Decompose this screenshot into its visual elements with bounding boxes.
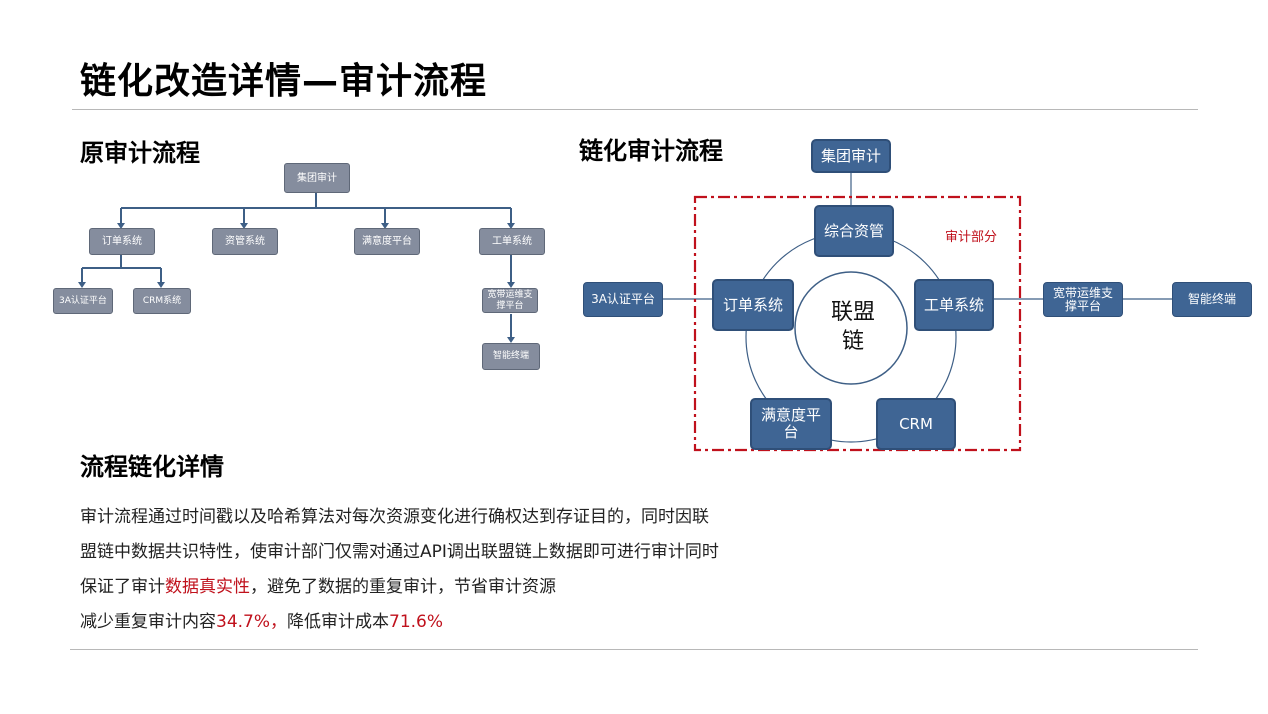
- orig-satisfaction-node: 满意度平台: [354, 228, 420, 255]
- bottom-divider: [70, 649, 1198, 650]
- orig-terminal-node: 智能终端: [482, 343, 540, 370]
- orig-group-audit-node: 集团审计: [284, 163, 350, 193]
- data-authenticity-highlight: 数据真实性: [165, 577, 250, 597]
- audit-section-label: 审计部分: [945, 230, 998, 245]
- cost-reduction-percentage: 71.6%: [389, 612, 444, 632]
- detail-line-1: 审计流程通过时间戳以及哈希算法对每次资源变化进行确权达到存证目的，同时因联: [80, 507, 709, 527]
- reduction-percentage: 34.7%，: [216, 612, 288, 632]
- detail-line-4-a: 减少重复审计内容: [80, 612, 216, 632]
- detail-heading: 流程链化详情: [80, 453, 224, 481]
- detail-line-3: 保证了审计数据真实性，避免了数据的重复审计，节省审计资源: [80, 570, 719, 605]
- detail-line-2: 盟链中数据共识特性，使审计部门仅需对通过API调出联盟链上数据即可进行审计同时: [80, 542, 719, 562]
- chain-terminal-node: 智能终端: [1172, 282, 1252, 317]
- orig-asset-system-node: 资管系统: [212, 228, 278, 255]
- top-divider: [72, 109, 1198, 110]
- orig-crm-node: CRM系统: [133, 288, 191, 314]
- page-title: 链化改造详情—审计流程: [80, 61, 488, 102]
- orig-ticket-system-node: 工单系统: [479, 228, 545, 255]
- original-flow-heading: 原审计流程: [80, 139, 200, 167]
- chained-flow-heading: 链化审计流程: [579, 137, 723, 165]
- detail-line-3-c: ，避免了数据的重复审计，节省审计资源: [250, 577, 556, 597]
- chain-crm-node: CRM: [876, 398, 956, 450]
- chain-asset-mgmt-node: 综合资管: [814, 205, 894, 257]
- chain-3a-auth-node: 3A认证平台: [583, 282, 663, 317]
- chain-satisfaction-node: 满意度平台: [750, 398, 832, 450]
- detail-line-4: 减少重复审计内容34.7%，降低审计成本71.6%: [80, 605, 719, 640]
- orig-3a-auth-node: 3A认证平台: [53, 288, 113, 314]
- detail-line-3-a: 保证了审计: [80, 577, 165, 597]
- detail-line-4-c: 降低审计成本: [287, 612, 390, 632]
- orig-broadband-node: 宽带运维支撑平台: [482, 288, 538, 313]
- chain-broadband-node: 宽带运维支撑平台: [1043, 282, 1123, 317]
- alliance-chain-label: 联盟链: [830, 300, 875, 354]
- chain-ticket-system-node: 工单系统: [914, 279, 994, 331]
- chain-group-audit-node: 集团审计: [811, 139, 891, 173]
- chain-order-system-node: 订单系统: [712, 279, 794, 331]
- detail-paragraph: 审计流程通过时间戳以及哈希算法对每次资源变化进行确权达到存证目的，同时因联 盟链…: [80, 500, 719, 640]
- original-flow-connectors: [78, 192, 515, 343]
- orig-order-system-node: 订单系统: [89, 228, 155, 255]
